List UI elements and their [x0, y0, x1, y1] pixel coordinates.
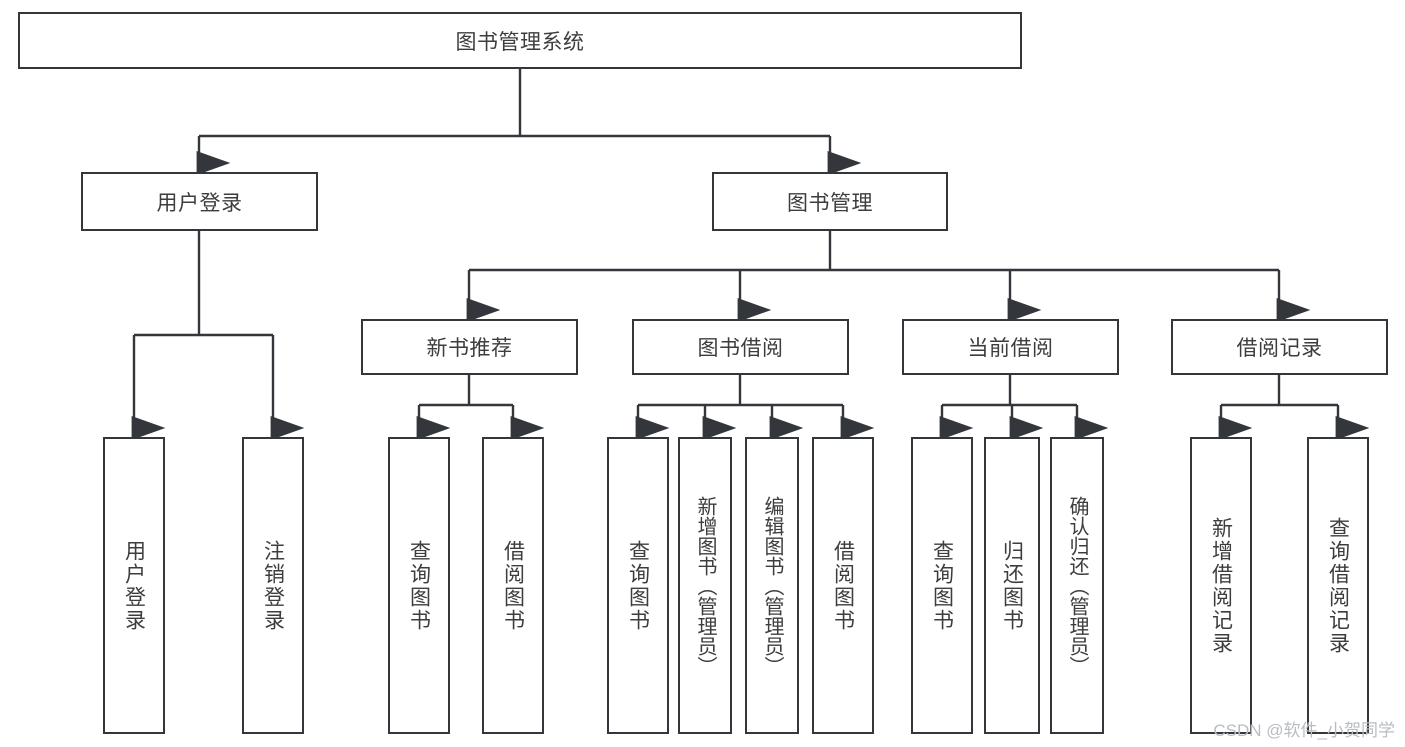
node-leaf-logout-label: 注销登录 [261, 539, 285, 632]
node-leaf-query-book-recommend-label: 查询图书 [407, 539, 431, 632]
node-leaf-query-borrow-record-label: 查询借阅记录 [1326, 516, 1350, 655]
node-borrow-record[interactable]: 借阅记录 [1171, 319, 1388, 375]
node-leaf-borrow-book-label: 借阅图书 [831, 539, 855, 632]
node-leaf-query-borrow-record[interactable]: 查询借阅记录 [1307, 437, 1369, 734]
node-leaf-add-borrow-record[interactable]: 新增借阅记录 [1190, 437, 1252, 734]
node-current-borrow-label: 当前借阅 [967, 337, 1054, 360]
node-leaf-query-book-borrow-label: 查询图书 [626, 539, 650, 632]
node-book-borrow[interactable]: 图书借阅 [632, 319, 849, 375]
node-book-management-label: 图书管理 [787, 191, 873, 215]
csdn-watermark: CSDN @软件_小贺同学 [1213, 721, 1395, 740]
node-leaf-return-book-label: 归还图书 [1000, 539, 1024, 632]
node-leaf-query-book-borrow[interactable]: 查询图书 [607, 437, 669, 734]
node-leaf-borrow-book-recommend[interactable]: 借阅图书 [482, 437, 544, 734]
node-leaf-query-book-current-label: 查询图书 [930, 539, 954, 632]
node-new-book-recommend-label: 新书推荐 [426, 337, 513, 360]
node-leaf-user-login[interactable]: 用户登录 [103, 437, 165, 734]
node-root-label: 图书管理系统 [455, 30, 585, 54]
node-user-login-label: 用户登录 [156, 191, 243, 215]
node-book-management[interactable]: 图书管理 [712, 172, 948, 231]
node-leaf-logout[interactable]: 注销登录 [242, 437, 304, 734]
node-leaf-user-login-label: 用户登录 [122, 539, 146, 632]
node-leaf-add-borrow-record-label: 新增借阅记录 [1209, 516, 1233, 655]
node-leaf-add-book-admin-label: 新增图书（管理员） [694, 495, 716, 676]
node-leaf-add-book-admin[interactable]: 新增图书（管理员） [678, 437, 732, 734]
node-book-borrow-label: 图书借阅 [697, 337, 784, 360]
node-leaf-confirm-return-admin-label: 确认归还（管理员） [1066, 495, 1088, 676]
node-user-login[interactable]: 用户登录 [81, 172, 318, 231]
node-leaf-confirm-return-admin[interactable]: 确认归还（管理员） [1050, 437, 1104, 734]
node-leaf-edit-book-admin[interactable]: 编辑图书（管理员） [745, 437, 799, 734]
node-leaf-edit-book-admin-label: 编辑图书（管理员） [761, 495, 783, 676]
node-leaf-borrow-book-recommend-label: 借阅图书 [501, 539, 525, 632]
node-leaf-query-book-current[interactable]: 查询图书 [911, 437, 973, 734]
node-leaf-return-book[interactable]: 归还图书 [984, 437, 1040, 734]
node-current-borrow[interactable]: 当前借阅 [902, 319, 1119, 375]
node-leaf-borrow-book[interactable]: 借阅图书 [812, 437, 874, 734]
node-root[interactable]: 图书管理系统 [18, 12, 1022, 69]
node-borrow-record-label: 借阅记录 [1236, 337, 1323, 360]
node-leaf-query-book-recommend[interactable]: 查询图书 [388, 437, 450, 734]
node-new-book-recommend[interactable]: 新书推荐 [361, 319, 578, 375]
